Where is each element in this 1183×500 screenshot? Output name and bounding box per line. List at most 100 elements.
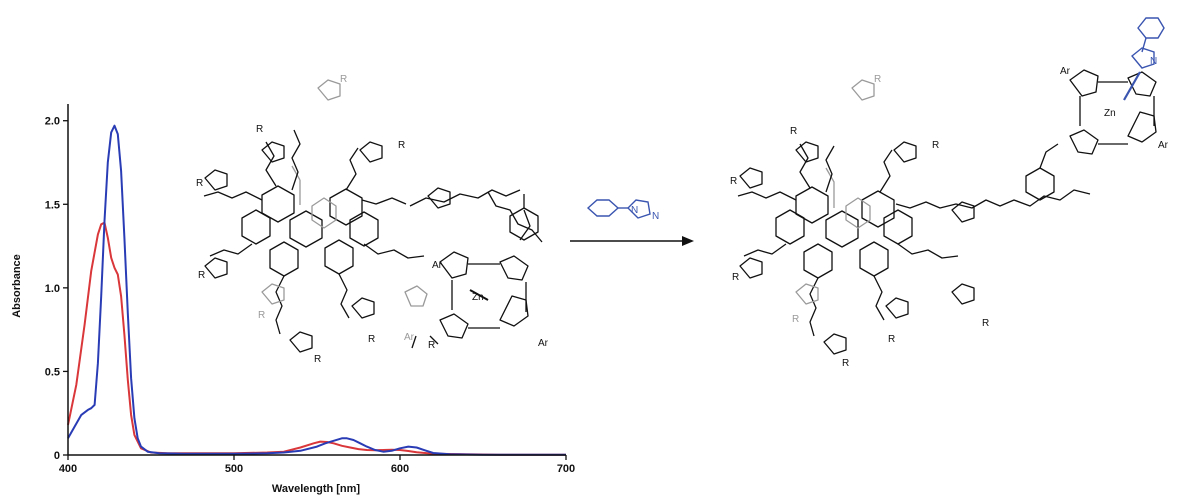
r-porphyrin-bridges <box>1079 81 1155 145</box>
chain-bottom-2 <box>275 275 285 335</box>
r-calixarene-ring-2 <box>861 190 895 228</box>
r-phenyl-to-meso <box>1039 143 1059 169</box>
x-tick-label: 400 <box>59 463 77 475</box>
zn-coordination-bond <box>469 289 489 301</box>
porphyrin-r-bonds <box>411 335 439 349</box>
series-line-2 <box>67 124 567 456</box>
right-label-r-3: R <box>932 140 939 151</box>
bound-imidazole-structure <box>1123 17 1165 101</box>
calixarene-ring-2 <box>329 188 363 226</box>
right-label-r-5: R <box>842 358 849 369</box>
left-molecule-labels: R R R R R R R R R Ar Ar Ar Zn <box>196 74 549 365</box>
r-triazole-grey-top <box>851 79 875 101</box>
x-tick-label: 600 <box>391 463 409 475</box>
triazole-7 <box>351 297 375 319</box>
chain-bottom-1 <box>209 243 253 257</box>
r-triazole-6 <box>823 333 847 355</box>
pyrrole-2 <box>499 255 529 281</box>
right-label-r-grey-bottom: R <box>792 314 799 325</box>
right-label-n-blue: N <box>1150 56 1157 67</box>
r-chain-bottom-4 <box>897 243 959 259</box>
r-grey-ring <box>845 197 871 229</box>
chain-bottom-3 <box>338 273 350 319</box>
reagent-phenyl-ring <box>586 199 620 217</box>
r-triazole-8 <box>951 283 975 305</box>
right-label-zn: Zn <box>1104 108 1116 119</box>
meso-to-phenyl <box>519 209 531 241</box>
r-chain-to-porphyrin <box>895 189 1091 209</box>
grey-ring <box>311 197 337 229</box>
r-zn-n-coordination <box>1123 71 1141 101</box>
y-ticks: 00.51.01.52.0 <box>45 116 68 462</box>
calixarene-ring-7 <box>324 239 354 275</box>
chain-left-top <box>203 191 263 201</box>
r-calixarene-ring-3 <box>825 210 859 248</box>
left-label-r-2: R <box>256 124 263 135</box>
chain-right-top <box>361 197 407 205</box>
r-calixarene-ring-1 <box>795 186 829 224</box>
r-pyrrole-3 <box>1069 129 1099 155</box>
triazole-4 <box>427 187 451 209</box>
right-label-r-grey-top: R <box>874 74 881 85</box>
right-label-r-4: R <box>732 272 739 283</box>
reagent-label-n-1: N <box>631 205 638 216</box>
reagent-imidazole-ring <box>627 199 651 219</box>
left-label-r-1: R <box>196 178 203 189</box>
series-line-1 <box>67 221 567 456</box>
y-axis-title: Absorbance <box>11 254 23 318</box>
imidazole-grey <box>404 285 428 307</box>
r-triazole-5 <box>739 257 763 279</box>
left-label-ar-grey: Ar <box>404 332 415 343</box>
calixarene-ring-3 <box>289 210 323 248</box>
triazole-grey-top <box>317 79 341 101</box>
y-tick-label: 0.5 <box>45 366 60 378</box>
left-label-r-3: R <box>398 140 405 151</box>
chain-top-2 <box>291 129 301 191</box>
r-chain-top-3 <box>879 149 893 193</box>
y-tick-label: 0 <box>54 450 60 462</box>
triazole-grey-bottom <box>261 283 285 305</box>
r-grey-linker <box>825 167 835 208</box>
chain-to-ester <box>409 189 521 207</box>
reagent-label-n-2: N <box>652 211 659 222</box>
right-label-ar-2: Ar <box>1158 140 1169 151</box>
calixarene-ring-5 <box>349 211 379 247</box>
right-label-r-6: R <box>888 334 895 345</box>
y-tick-label: 2.0 <box>45 116 60 128</box>
n-phenylimidazole-structure <box>586 199 651 219</box>
left-label-ar-2: Ar <box>538 338 549 349</box>
left-molecule-structure <box>203 79 543 353</box>
pyrrole-4 <box>499 295 529 327</box>
r-bound-n-bond <box>1141 37 1147 53</box>
triazole-3 <box>359 141 383 163</box>
left-label-r-7: R <box>428 340 435 351</box>
r-triazole-7 <box>885 297 909 319</box>
calixarene-ring-4 <box>241 209 271 245</box>
pyrrole-3 <box>439 313 469 339</box>
porphyrin-bridges <box>451 263 527 329</box>
triazole-2 <box>261 141 285 163</box>
triazole-6 <box>289 331 313 353</box>
chain-top-3 <box>345 147 359 191</box>
right-label-ar-1: Ar <box>1060 66 1071 77</box>
r-chain-top-1 <box>799 143 811 189</box>
r-calixarene-ring-6 <box>803 243 833 279</box>
r-chain-bottom-3 <box>873 275 885 321</box>
left-label-r-5: R <box>314 354 321 365</box>
right-molecule-labels: R R R R R R R R R Ar Ar Zn N <box>730 56 1169 369</box>
r-chain-top-2 <box>825 145 835 193</box>
reaction-arrow-head <box>682 236 694 246</box>
r-chain-bottom-1 <box>743 243 787 257</box>
r-triazole-grey-bottom <box>795 283 819 305</box>
chain-top-1 <box>265 141 277 187</box>
right-label-r-1: R <box>730 176 737 187</box>
r-calixarene-ring-4 <box>775 209 805 245</box>
reaction-arrow-group: N N <box>570 199 694 246</box>
r-chain-left-top <box>737 191 797 201</box>
r-pyrrole-1 <box>1069 69 1099 97</box>
right-label-r-2: R <box>790 126 797 137</box>
calixarene-ring-6 <box>269 241 299 277</box>
r-calixarene-ring-7 <box>859 241 889 277</box>
